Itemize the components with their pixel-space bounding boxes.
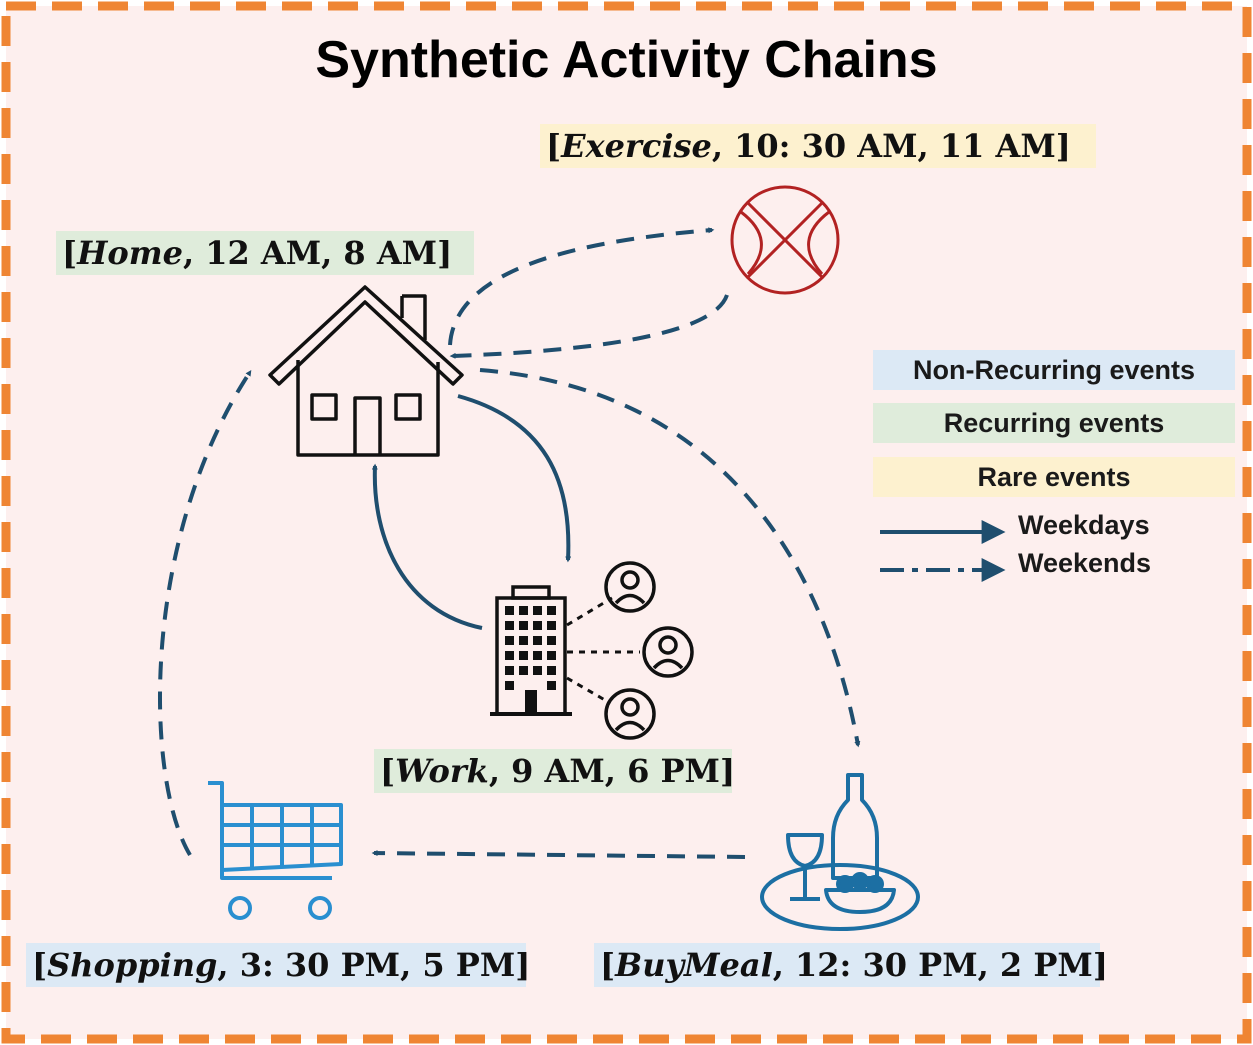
legend-non-recurring: Non-Recurring events [873, 350, 1235, 390]
person-icon [604, 688, 656, 740]
event-start: 10: 30 AM [734, 127, 918, 165]
shopping-cart-icon [208, 781, 343, 920]
event-label-shopping: [Shopping, 3: 30 PM, 5 PM] [26, 943, 530, 987]
event-label-exercise: [Exercise, 10: 30 AM, 11 AM] [540, 124, 1096, 168]
page-title: Synthetic Activity Chains [315, 31, 938, 89]
event-start: 9 AM [511, 752, 605, 790]
office-building-icon [490, 585, 572, 716]
legend-recurring: Recurring events [873, 403, 1235, 443]
event-end: 11 AM [939, 127, 1056, 165]
person-icon [604, 561, 656, 613]
event-activity: Home [77, 234, 183, 272]
background [6, 6, 1247, 1039]
event-end: 8 AM [343, 234, 438, 272]
event-activity: Shopping [47, 946, 218, 984]
event-activity: Exercise [561, 127, 712, 165]
legend-weekends: Weekends [1018, 548, 1152, 578]
event-label-buymeal: [BuyMeal, 12: 30 PM, 2 PM] [594, 943, 1108, 987]
house-icon [268, 285, 464, 457]
person-icon [642, 626, 694, 678]
meal-icon [760, 773, 920, 931]
weekday-arrow-work-to-home [371, 463, 483, 630]
event-end: 6 PM [627, 752, 720, 790]
weekday-arrow-home-to-work [457, 394, 572, 563]
legend-rare: Rare events [873, 457, 1235, 497]
weekend-arrow-buymeal-to-shopping [371, 850, 746, 859]
legend-weekdays: Weekdays [1018, 510, 1150, 540]
event-activity: BuyMeal [615, 946, 773, 984]
weekend-arrow-home-to-buymeal [479, 368, 861, 748]
event-label-work: [Work, 9 AM, 6 PM] [374, 749, 735, 793]
event-start: 3: 30 PM [239, 946, 401, 984]
weekend-arrow-home-to-exercise [448, 227, 715, 346]
weekend-arrow-exercise-to-home [449, 294, 729, 359]
event-start: 12: 30 PM [795, 946, 978, 984]
event-label-home: [Home, 12 AM, 8 AM] [56, 231, 474, 275]
basketball-icon [730, 185, 840, 295]
event-end: 2 PM [999, 946, 1093, 984]
event-activity: Work [395, 752, 489, 790]
event-end: 5 PM [422, 946, 516, 984]
colleague-connectors [566, 596, 640, 705]
event-start: 12 AM [205, 234, 322, 272]
weekend-arrow-shopping-to-home [158, 369, 252, 857]
